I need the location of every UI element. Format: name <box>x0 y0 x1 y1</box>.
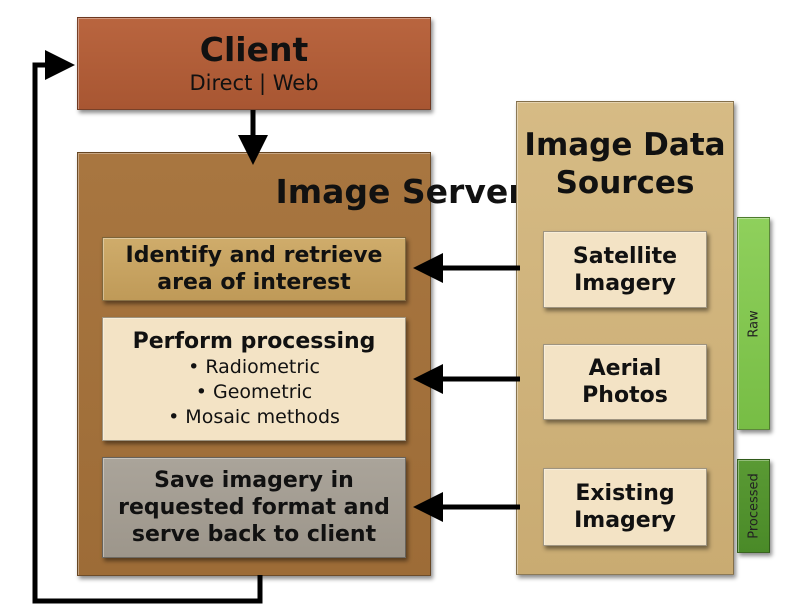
client-subtitle: Direct | Web <box>189 70 319 95</box>
identify-area-step: Identify and retrieve area of interest <box>102 237 406 301</box>
satellite-imagery-source: Satellite Imagery <box>543 231 707 308</box>
image-server-title: Image Server <box>275 172 525 211</box>
step2-item-geometric: • Geometric <box>195 381 313 403</box>
return-to-client-arrow <box>32 50 263 604</box>
existing-imagery-source: Existing Imagery <box>543 468 707 546</box>
step1-line-1: Identify and retrieve <box>125 243 383 268</box>
step2-item-radiometric: • Radiometric <box>188 356 320 378</box>
step3-line-2: requested format and <box>118 495 390 520</box>
sources-title-line-1: Image Data <box>524 127 726 163</box>
src2-line-2: Photos <box>582 383 668 408</box>
client-box: Client Direct | Web <box>77 17 431 110</box>
src2-line-1: Aerial <box>588 356 662 381</box>
sources-title-line-2: Sources <box>555 165 695 201</box>
step3-line-3: serve back to client <box>131 522 377 547</box>
src3-line-2: Imagery <box>574 508 676 533</box>
src1-line-2: Imagery <box>574 270 676 296</box>
aerial-photos-source: Aerial Photos <box>543 344 707 420</box>
src3-line-1: Existing <box>575 481 675 506</box>
raw-tag: Raw <box>737 217 770 430</box>
step2-item-mosaic: • Mosaic methods <box>168 406 340 428</box>
step2-title: Perform processing <box>132 329 376 354</box>
perform-processing-step: Perform processing • Radiometric • Geome… <box>102 317 406 441</box>
save-imagery-step: Save imagery in requested format and ser… <box>102 457 406 558</box>
step1-line-2: area of interest <box>157 270 351 295</box>
src1-line-1: Satellite <box>572 243 678 269</box>
image-data-sources-title: Image Data Sources <box>516 126 734 202</box>
processed-tag: Processed <box>737 459 770 553</box>
step3-line-1: Save imagery in <box>154 468 354 493</box>
client-title: Client <box>199 29 309 69</box>
